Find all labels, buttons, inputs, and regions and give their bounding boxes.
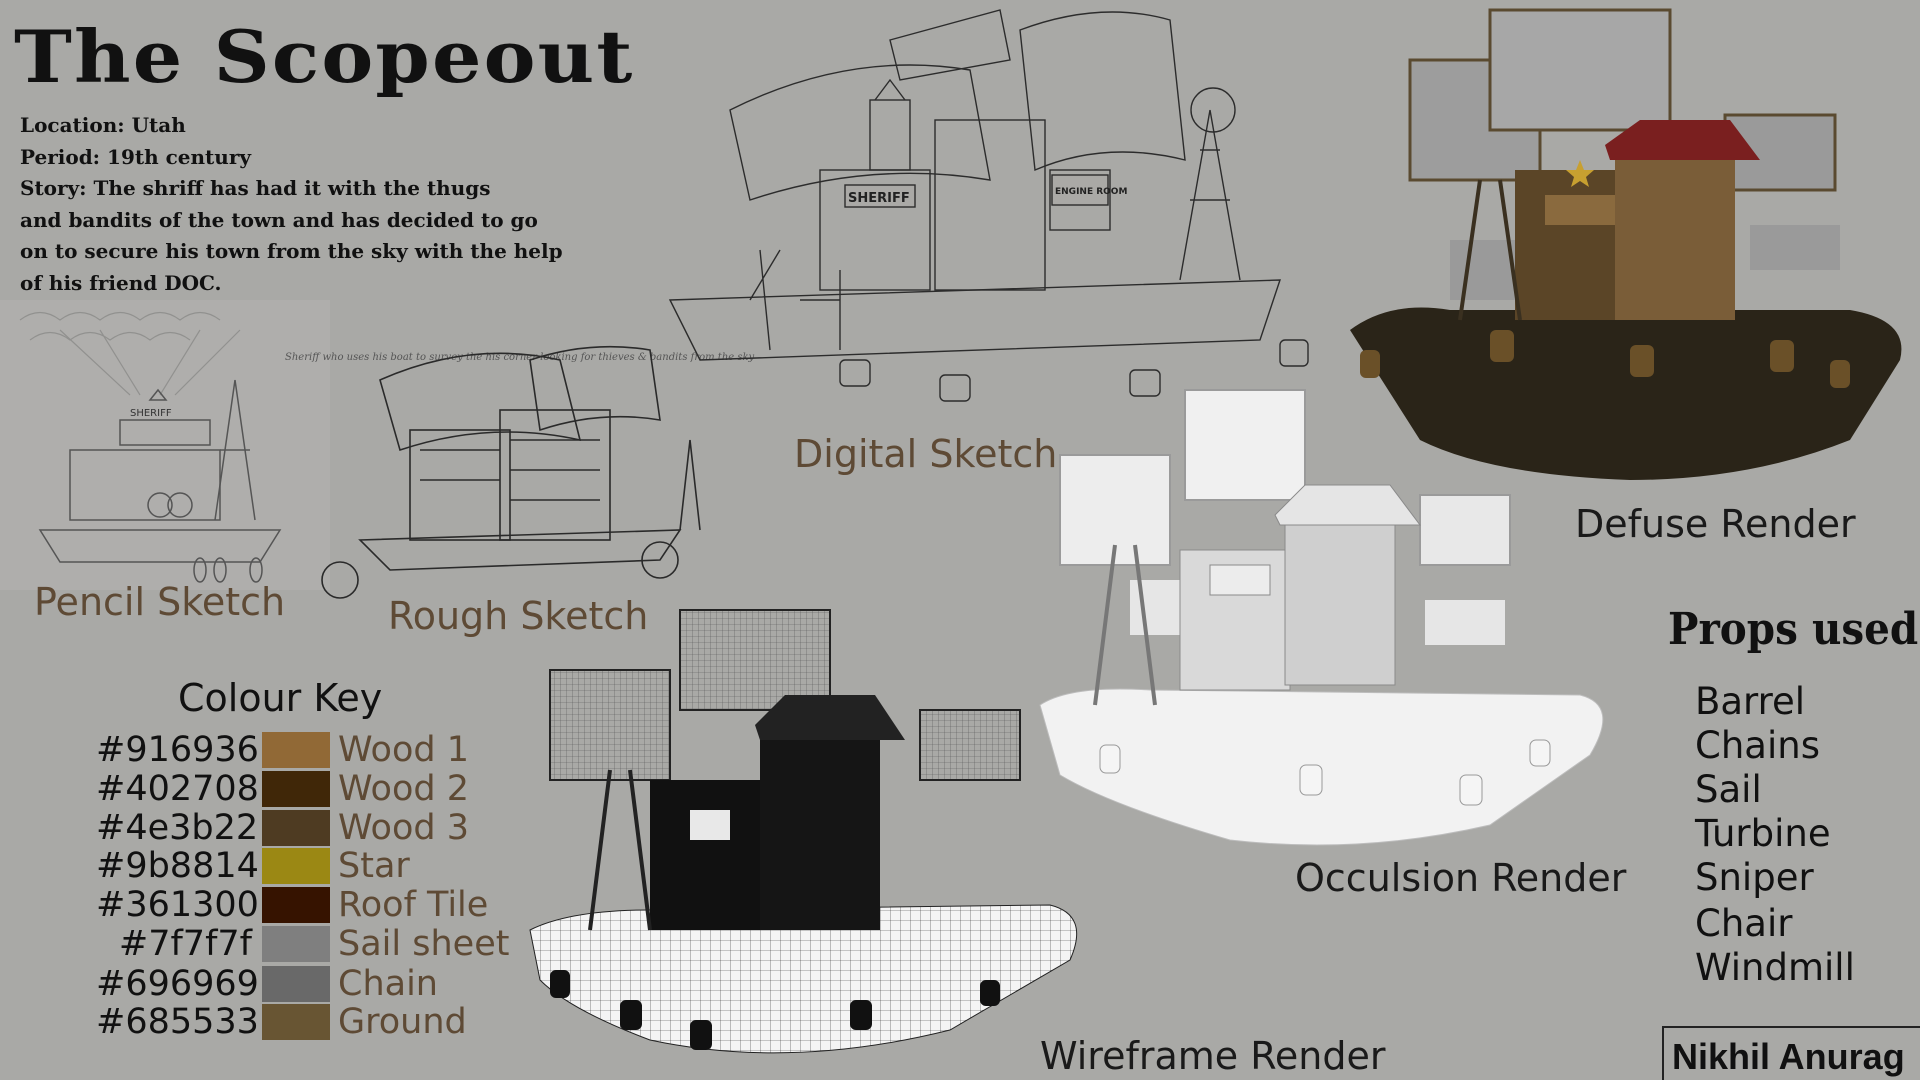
story-line: Story: The shriff has had it with the th… bbox=[20, 176, 491, 200]
prop-item: Sniper bbox=[1695, 856, 1814, 899]
occlusion-render-caption: Occulsion Render bbox=[1295, 856, 1627, 900]
colour-key-row: #361300 Roof Tile bbox=[96, 885, 488, 925]
story-text: Location: Utah Period: 19th century Stor… bbox=[20, 110, 563, 299]
pencil-notes-text: Sheriff who uses his boat to survey the … bbox=[285, 352, 755, 363]
prop-item: Chains bbox=[1695, 724, 1820, 767]
colour-swatch bbox=[262, 848, 330, 884]
wireframe-render-image bbox=[529, 609, 1078, 1054]
pencil-sketch-caption: Pencil Sketch bbox=[34, 580, 286, 624]
pencil-notes-line: Sheriff who uses his boat to survey the … bbox=[285, 352, 755, 363]
colour-swatch bbox=[262, 810, 330, 846]
colour-key-hex: #916936 bbox=[96, 730, 259, 770]
colour-key-name: Roof Tile bbox=[338, 885, 489, 925]
story-line: Period: 19th century bbox=[20, 144, 251, 169]
colour-key-hex: #685533 bbox=[96, 1002, 259, 1042]
colour-key-name: Ground bbox=[338, 1002, 467, 1042]
colour-key-row: #9b8814 Star bbox=[96, 846, 410, 886]
occlusion-render-image bbox=[1039, 389, 1604, 846]
prop-item: Sail bbox=[1695, 768, 1762, 811]
colour-key-hex: #9b8814 bbox=[96, 846, 259, 886]
digital-sketch-image: SHERIFF ENGINE ROOM bbox=[668, 9, 1309, 402]
engine-room-sign-text: ENGINE ROOM bbox=[1055, 187, 1127, 197]
defuse-render-image bbox=[1350, 8, 1902, 480]
defuse-render-caption: Defuse Render bbox=[1575, 502, 1856, 546]
pencil-sign-text: SHERIFF bbox=[130, 408, 172, 419]
colour-key-title: Colour Key bbox=[178, 676, 383, 720]
colour-key-hex: #4e3b22 bbox=[96, 808, 259, 848]
colour-key-hex: #402708 bbox=[96, 769, 259, 809]
colour-key-row: #7f7f7f Sail sheet bbox=[96, 924, 510, 964]
pencil-sketch-image: SHERIFF Sheriff who uses his boat to sur… bbox=[0, 300, 755, 590]
colour-key-hex: #696969 bbox=[96, 964, 259, 1004]
story-line: and bandits of the town and has decided … bbox=[20, 207, 538, 232]
colour-key-row: #916936 Wood 1 bbox=[96, 730, 469, 770]
colour-swatch bbox=[262, 771, 330, 807]
colour-key-name: Star bbox=[338, 846, 410, 886]
colour-swatch bbox=[262, 732, 330, 768]
colour-key-name: Wood 1 bbox=[338, 730, 469, 770]
digital-sketch-caption: Digital Sketch bbox=[794, 432, 1058, 476]
prop-item: Chair bbox=[1695, 902, 1793, 945]
page-title: The Scopeout bbox=[14, 14, 635, 99]
colour-key-row: #4e3b22 Wood 3 bbox=[96, 808, 469, 848]
sheriff-sign-text: SHERIFF bbox=[848, 191, 910, 206]
colour-swatch bbox=[262, 1004, 330, 1040]
colour-key-row: #685533 Ground bbox=[96, 1002, 467, 1042]
colour-key-name: Chain bbox=[338, 964, 438, 1004]
prop-item: Turbine bbox=[1695, 812, 1831, 855]
colour-key-row: #696969 Chain bbox=[96, 964, 438, 1004]
story-line: of his friend DOC. bbox=[20, 270, 222, 295]
story-line: Location: Utah bbox=[20, 113, 186, 137]
rough-sketch-image bbox=[321, 345, 701, 599]
colour-key-row: #402708 Wood 2 bbox=[96, 769, 469, 809]
prop-item: Barrel bbox=[1695, 680, 1806, 723]
colour-key-name: Sail sheet bbox=[338, 924, 510, 964]
colour-swatch bbox=[262, 966, 330, 1002]
author-divider bbox=[1662, 1026, 1920, 1028]
colour-key-name: Wood 3 bbox=[338, 808, 469, 848]
prop-item: Windmill bbox=[1695, 946, 1855, 989]
story-line: on to secure his town from the sky with … bbox=[20, 239, 563, 263]
author-divider bbox=[1662, 1026, 1664, 1080]
wireframe-render-caption: Wireframe Render bbox=[1040, 1034, 1386, 1078]
props-heading: Props used: bbox=[1668, 604, 1920, 655]
colour-key-hex: #361300 bbox=[96, 885, 259, 925]
colour-swatch bbox=[262, 926, 330, 962]
colour-key-hex: #7f7f7f bbox=[118, 924, 252, 964]
colour-swatch bbox=[262, 887, 330, 923]
rough-sketch-caption: Rough Sketch bbox=[388, 594, 649, 638]
author-name: Nikhil Anurag bbox=[1672, 1036, 1905, 1077]
colour-key-name: Wood 2 bbox=[338, 769, 469, 809]
